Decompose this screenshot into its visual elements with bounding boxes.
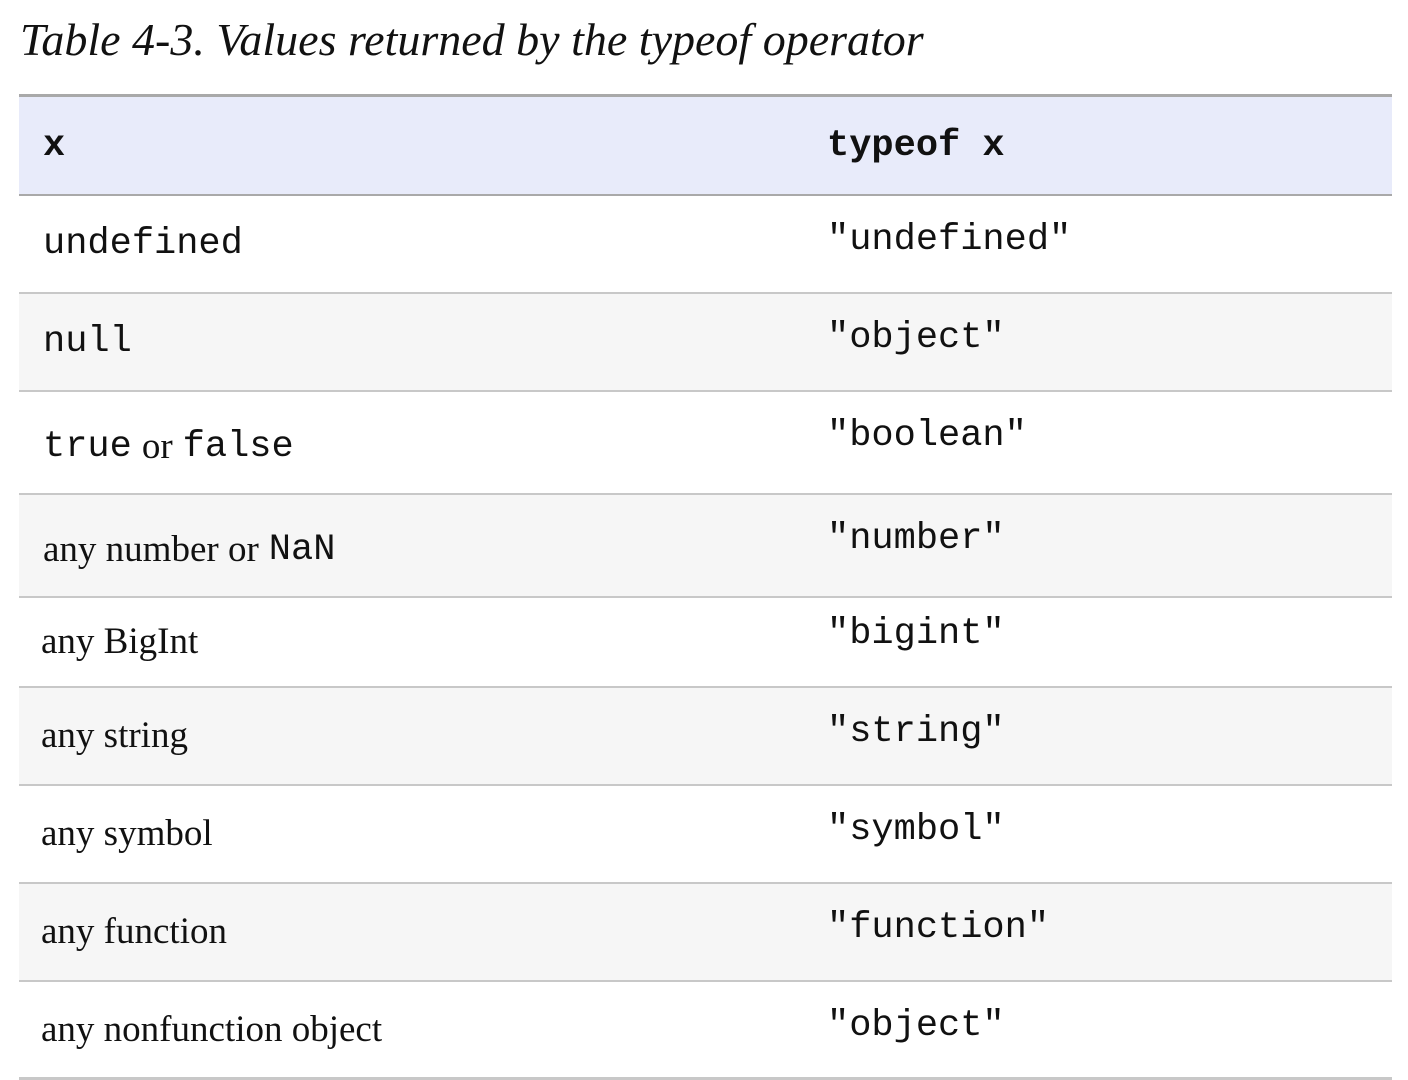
- table-row: any BigInt "bigint": [19, 598, 1392, 688]
- code-value-false: false: [182, 425, 294, 468]
- cell-x: null: [43, 294, 132, 390]
- description-text: any string: [41, 715, 188, 756]
- cell-x: undefined: [43, 196, 243, 292]
- or-text: or: [141, 425, 173, 467]
- cell-x: any nonfunction object: [41, 982, 382, 1077]
- cell-typeof-result: "bigint": [827, 613, 1005, 655]
- description-text: any nonfunction object: [41, 1008, 383, 1050]
- table-row: any string "string": [19, 688, 1392, 786]
- cell-typeof-result: "boolean": [827, 415, 1027, 457]
- code-value: undefined: [43, 223, 243, 265]
- cell-typeof-result: "object": [827, 1005, 1005, 1047]
- cell-x: any string: [41, 688, 188, 784]
- column-header-x: x: [43, 124, 66, 167]
- code-value-true: true: [43, 425, 132, 468]
- cell-typeof-result: "object": [827, 317, 1005, 359]
- cell-typeof-result: "function": [827, 907, 1050, 949]
- cell-x: any function: [41, 884, 227, 980]
- table-row: any symbol "symbol": [19, 786, 1392, 884]
- table-caption: Table 4-3. Values returned by the typeof…: [20, 14, 924, 65]
- description-text: any symbol: [41, 813, 213, 854]
- table-row: any function "function": [19, 884, 1392, 982]
- cell-typeof-result: "symbol": [827, 809, 1005, 851]
- table-header-row: x typeof x: [19, 97, 1392, 196]
- description-text: any function: [41, 911, 227, 952]
- description-text: any number or: [43, 528, 259, 570]
- cell-typeof-result: "string": [827, 711, 1005, 753]
- code-value: null: [43, 321, 132, 363]
- table-row: any nonfunction object "object": [19, 982, 1392, 1080]
- column-header-typeof-x: typeof x: [827, 124, 1005, 167]
- description-text: any BigInt: [41, 621, 199, 662]
- cell-x: any symbol: [41, 786, 213, 882]
- table-row: null "object": [19, 294, 1392, 392]
- cell-x: any BigInt: [41, 598, 198, 686]
- cell-typeof-result: "undefined": [827, 219, 1072, 261]
- typeof-table: x typeof x undefined "undefined" null "o…: [19, 94, 1392, 1080]
- code-value-nan: NaN: [268, 528, 336, 571]
- table-row: undefined "undefined": [19, 196, 1392, 294]
- cell-typeof-result: "number": [827, 518, 1005, 560]
